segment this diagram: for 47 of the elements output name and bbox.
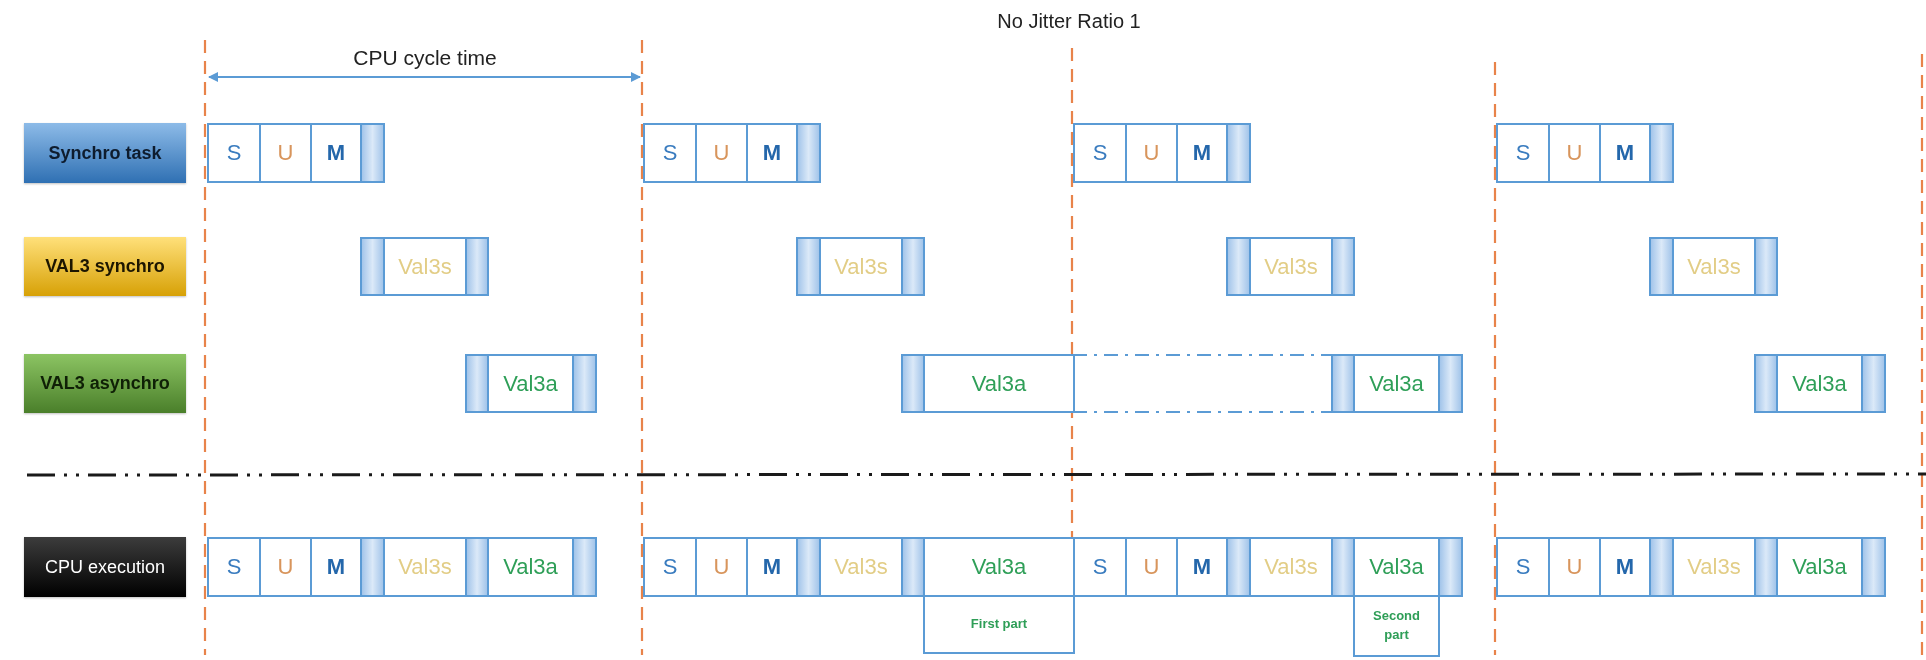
task-segment: U bbox=[1125, 123, 1178, 183]
task-segment: S bbox=[207, 123, 261, 183]
task-segment: Val3a bbox=[1353, 354, 1440, 413]
task-segment: M bbox=[310, 537, 362, 597]
row-label: CPU execution bbox=[24, 537, 186, 597]
dimension-label: CPU cycle time bbox=[352, 45, 498, 71]
task-segment: Val3s bbox=[383, 537, 467, 597]
task-segment: Val3s bbox=[1672, 537, 1756, 597]
task-segment: Val3a bbox=[1776, 354, 1863, 413]
task-segment: Val3s bbox=[819, 537, 903, 597]
task-segment: Val3s bbox=[1249, 537, 1333, 597]
task-segment: S bbox=[643, 537, 697, 597]
diagram-title: No Jitter Ratio 1 bbox=[996, 9, 1142, 34]
task-segment: U bbox=[695, 123, 748, 183]
task-segment: Val3s bbox=[383, 237, 467, 296]
row-label: VAL3 asynchro bbox=[24, 354, 186, 413]
task-segment: Val3a bbox=[487, 537, 574, 597]
task-segment: Val3s bbox=[819, 237, 903, 296]
task-segment: U bbox=[259, 123, 312, 183]
task-segment: M bbox=[746, 123, 798, 183]
task-segment: U bbox=[1548, 537, 1601, 597]
task-segment: M bbox=[746, 537, 798, 597]
task-segment: Val3a bbox=[923, 354, 1075, 413]
task-segment: M bbox=[1176, 537, 1228, 597]
task-segment: S bbox=[1073, 123, 1127, 183]
part-box: Second part bbox=[1353, 595, 1440, 657]
task-segment: U bbox=[259, 537, 312, 597]
task-segment: M bbox=[1599, 537, 1651, 597]
task-segment: Val3a bbox=[487, 354, 574, 413]
task-segment: Val3s bbox=[1249, 237, 1333, 296]
task-segment: M bbox=[310, 123, 362, 183]
task-segment: S bbox=[1496, 123, 1550, 183]
part-box: First part bbox=[923, 595, 1075, 654]
task-segment: S bbox=[207, 537, 261, 597]
row-label: Synchro task bbox=[24, 123, 186, 183]
task-segment: U bbox=[1548, 123, 1601, 183]
row-label: VAL3 synchro bbox=[24, 237, 186, 296]
task-segment: M bbox=[1599, 123, 1651, 183]
task-segment: Val3a bbox=[1776, 537, 1863, 597]
task-segment: U bbox=[695, 537, 748, 597]
task-segment: S bbox=[643, 123, 697, 183]
task-segment: Val3s bbox=[1672, 237, 1756, 296]
task-segment: U bbox=[1125, 537, 1178, 597]
task-segment: S bbox=[1496, 537, 1550, 597]
task-segment: M bbox=[1176, 123, 1228, 183]
task-segment: S bbox=[1073, 537, 1127, 597]
task-segment: Val3a bbox=[923, 537, 1075, 597]
